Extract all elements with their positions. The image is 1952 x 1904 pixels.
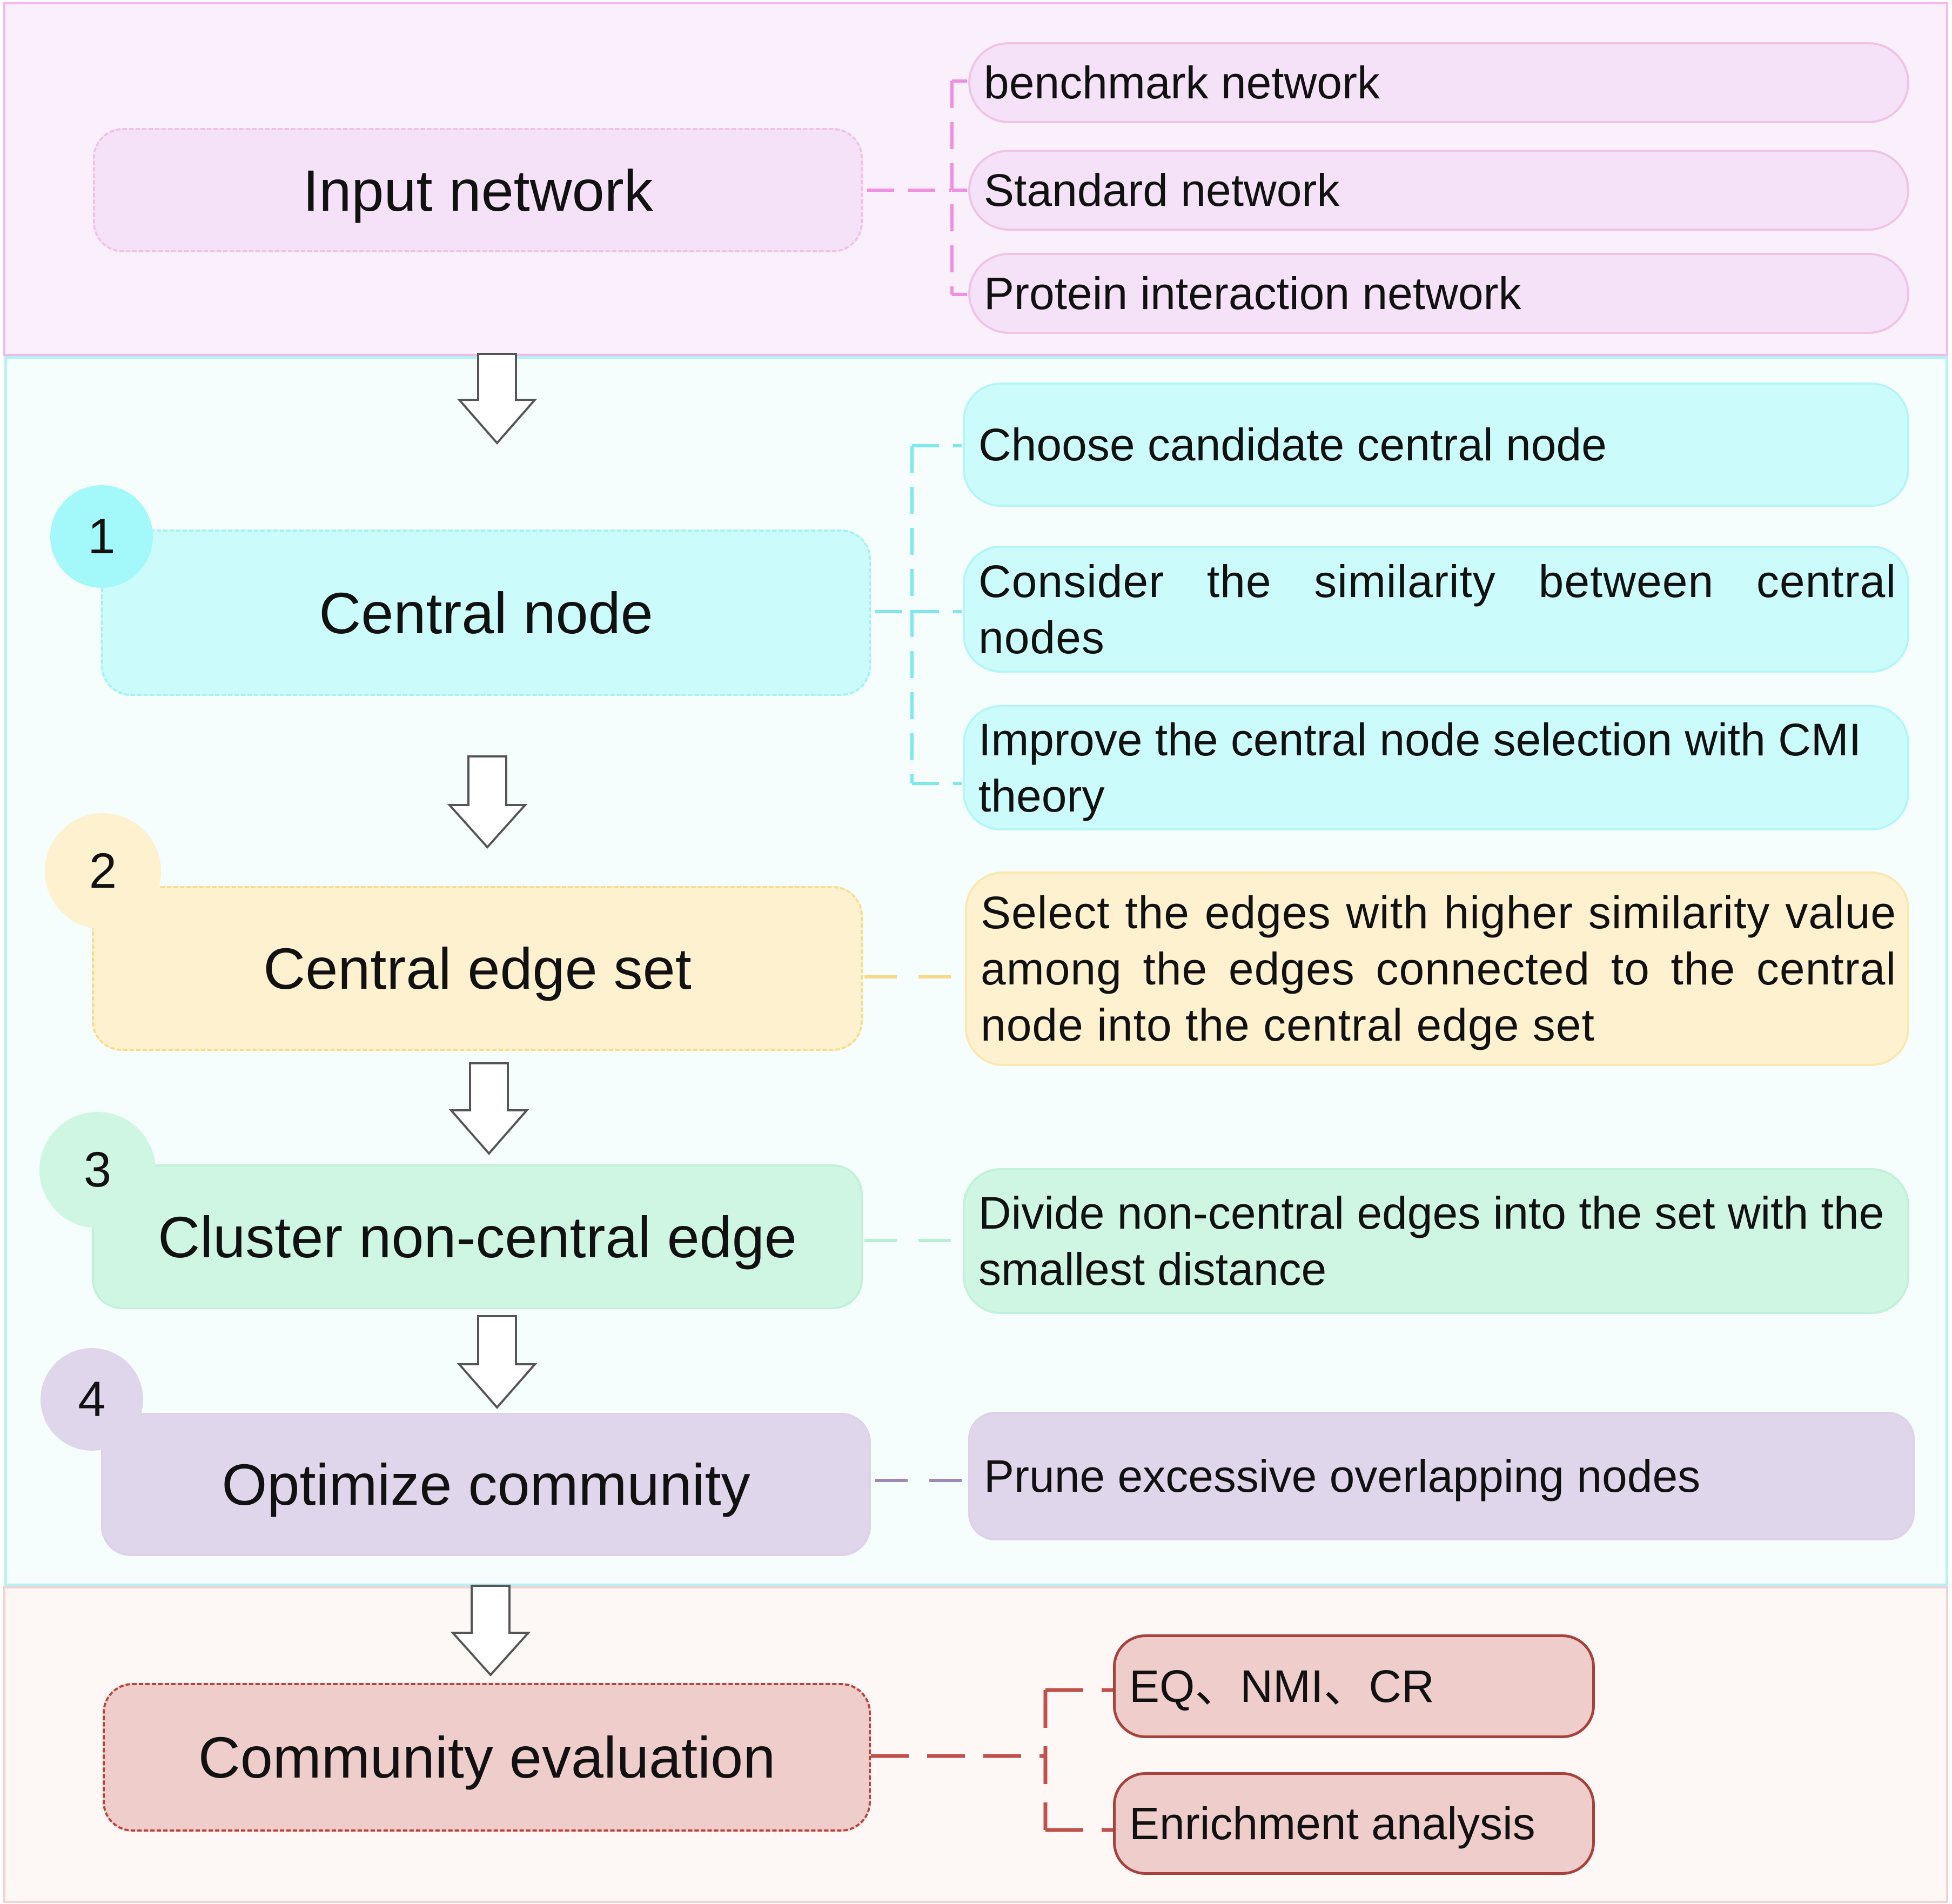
down-arrow-5	[450, 1585, 531, 1677]
input-bracket	[867, 79, 967, 296]
central-node-box: Central node	[101, 529, 871, 696]
down-arrow-3	[448, 1062, 529, 1156]
input-item-protein: Protein interaction network	[968, 253, 1909, 334]
input-item-standard: Standard network	[968, 150, 1909, 231]
step1-detail-cmi: Improve the central node selection with …	[963, 705, 1909, 830]
cluster-non-central-edge-title: Cluster non-central edge	[158, 1204, 797, 1270]
step-4-badge: 4	[41, 1348, 143, 1451]
step1-detail-candidate: Choose candidate central node	[963, 383, 1909, 507]
step1-bracket	[875, 444, 962, 785]
step3-detail-divide: Divide non-central edges into the set wi…	[963, 1168, 1909, 1314]
step2-detail-select-edges: Select the edges with higher similarity …	[965, 871, 1909, 1066]
evaluation-item-enrichment: Enrichment analysis	[1113, 1772, 1595, 1875]
step4-detail-prune: Prune excessive overlapping nodes	[968, 1412, 1915, 1540]
step1-detail-similarity: Consider the similarity between central …	[963, 546, 1909, 673]
community-evaluation-box: Community evaluation	[103, 1683, 871, 1832]
optimize-community-box: Optimize community	[101, 1413, 871, 1556]
cluster-non-central-edge-box: Cluster non-central edge	[92, 1164, 863, 1309]
central-edge-set-box: Central edge set	[92, 886, 863, 1051]
down-arrow-4	[457, 1315, 538, 1410]
evaluation-item-metrics: EQ、NMI、CR	[1113, 1634, 1595, 1738]
input-item-benchmark: benchmark network	[968, 42, 1909, 123]
community-evaluation-title: Community evaluation	[198, 1725, 776, 1790]
input-network-box: Input network	[93, 128, 863, 252]
central-edge-set-title: Central edge set	[263, 936, 692, 1001]
input-network-title: Input network	[303, 157, 653, 223]
step-3-badge: 3	[39, 1112, 156, 1228]
down-arrow-2	[447, 755, 528, 849]
central-node-title: Central node	[319, 580, 653, 646]
down-arrow-1	[457, 353, 538, 445]
optimize-community-title: Optimize community	[222, 1452, 750, 1517]
evaluation-bracket	[871, 1688, 1113, 1832]
step-2-badge: 2	[45, 813, 161, 929]
step-1-badge: 1	[50, 485, 153, 588]
